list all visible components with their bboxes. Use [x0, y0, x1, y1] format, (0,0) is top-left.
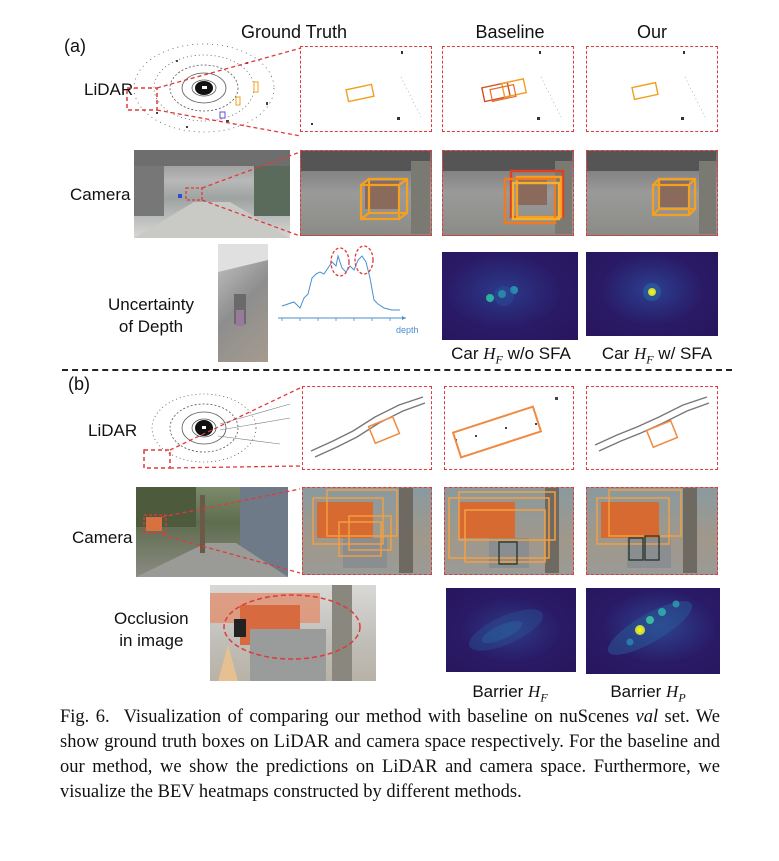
occlusion-line-2: in image: [119, 631, 184, 650]
hm-b-right-prefix: Barrier: [610, 682, 667, 701]
heatmap-car-w-sfa: [586, 252, 718, 336]
lidar-overview-a: [126, 42, 294, 138]
row-label-camera-b: Camera: [72, 528, 133, 547]
uncertainty-line-2: of Depth: [118, 317, 184, 336]
heatmap-car-wo-sfa: [442, 252, 578, 340]
lidar-ours-panel-b: [586, 386, 718, 470]
hm-a-left-suffix: w/o SFA: [502, 344, 571, 363]
heatmap-label-barrier-hf: Barrier HF: [440, 682, 580, 705]
heatmap-barrier-hp: [586, 588, 720, 674]
uncertainty-line-1: Uncertainty: [108, 295, 194, 314]
lidar-gt-panel-b: [302, 386, 432, 470]
uncertainty-thumbnail: [218, 244, 268, 362]
caption-text-2: set. We show ground truth boxes on LiDAR…: [60, 707, 720, 802]
depth-distribution-plot: [272, 238, 412, 332]
camera-ours-panel-a: [586, 150, 718, 236]
hm-a-right-suffix: w/ SFA: [653, 344, 713, 363]
camera-gt-panel-b: [302, 487, 432, 575]
lidar-baseline-panel-a: [442, 46, 574, 132]
section-divider: [62, 369, 732, 371]
column-header-baseline: Baseline: [475, 22, 545, 42]
heatmap-barrier-hf: [446, 588, 576, 672]
hm-a-right-prefix: Car: [601, 344, 634, 363]
lidar-ours-panel-a: [586, 46, 718, 132]
column-header-ground-truth: Ground Truth: [240, 22, 348, 42]
hm-b-left-prefix: Barrier: [472, 682, 529, 701]
heatmap-label-barrier-hp: Barrier HP: [578, 682, 718, 705]
lidar-gt-panel-a: [300, 46, 432, 132]
camera-overview-b: [136, 487, 288, 577]
heatmap-label-car-w-sfa: Car HF w/ SFA: [582, 344, 732, 367]
section-label-b: (b): [68, 374, 90, 394]
hm-a-right-sub: F: [646, 352, 654, 367]
lidar-overview-b: [140, 384, 300, 474]
occlusion-label: Occlusion in image: [114, 608, 189, 652]
camera-overview-a: [134, 150, 290, 238]
lidar-baseline-panel-b: [444, 386, 574, 470]
camera-gt-panel-a: [300, 150, 432, 236]
hm-a-left-prefix: Car: [451, 344, 484, 363]
hm-a-left-sub: F: [495, 352, 503, 367]
occlusion-image: [210, 585, 376, 681]
hm-b-right-var: H: [666, 682, 679, 701]
column-header-ours: Our: [636, 22, 667, 42]
lidar-zoom-lines-a: [156, 47, 302, 137]
section-label-a: (a): [64, 36, 86, 56]
camera-baseline-panel-b: [444, 487, 574, 575]
camera-zoom-lines-b: [161, 488, 301, 574]
caption-text-1: Visualization of comparing our method wi…: [123, 707, 636, 727]
figure-caption: Fig. 6. Visualization of comparing our me…: [60, 705, 720, 805]
hm-a-left-var: H: [483, 344, 496, 363]
row-label-camera-a: Camera: [70, 185, 131, 204]
caption-italic: val: [635, 707, 659, 727]
camera-baseline-panel-a: [442, 150, 574, 236]
caption-label: Fig. 6.: [60, 707, 110, 727]
camera-zoom-lines-a: [201, 151, 301, 237]
uncertainty-label: Uncertainty of Depth: [108, 294, 194, 338]
depth-axis-label: depth: [396, 325, 419, 335]
hm-b-right-sub: P: [678, 690, 686, 705]
row-label-lidar-b: LiDAR: [88, 421, 138, 440]
heatmap-label-car-wo-sfa: Car HF w/o SFA: [436, 344, 586, 367]
occlusion-line-1: Occlusion: [114, 609, 189, 628]
hm-b-left-sub: F: [540, 690, 548, 705]
row-label-lidar-a: LiDAR: [84, 80, 134, 99]
hm-b-left-var: H: [528, 682, 541, 701]
camera-ours-panel-b: [586, 487, 718, 575]
lidar-zoom-lines-b: [169, 387, 301, 469]
hm-a-right-var: H: [633, 344, 647, 363]
